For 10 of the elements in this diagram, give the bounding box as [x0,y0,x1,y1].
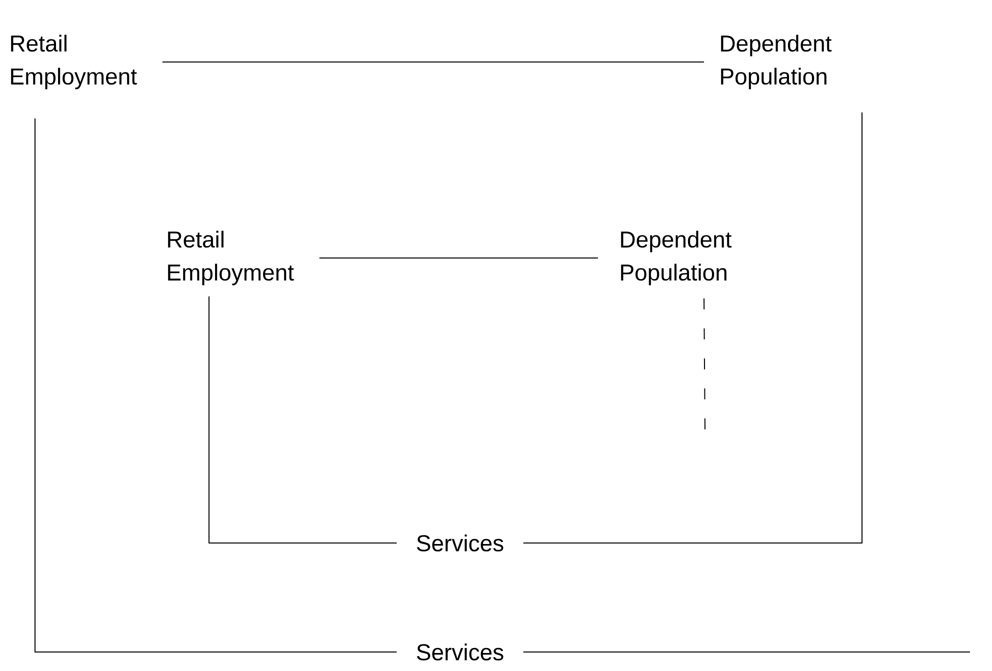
concept-label: Retail Employment [11,34,137,90]
concept-label: Retail Employment [168,230,294,286]
connector-line [704,298,706,432]
connector-line [208,296,398,544]
concept-label: Dependent Population [721,34,832,90]
concept-label: Dependent Population [621,230,732,286]
concept-label: Services [416,644,504,660]
connector-line [34,118,398,652]
concept-label: Services [416,534,504,552]
connector-line [522,112,862,544]
